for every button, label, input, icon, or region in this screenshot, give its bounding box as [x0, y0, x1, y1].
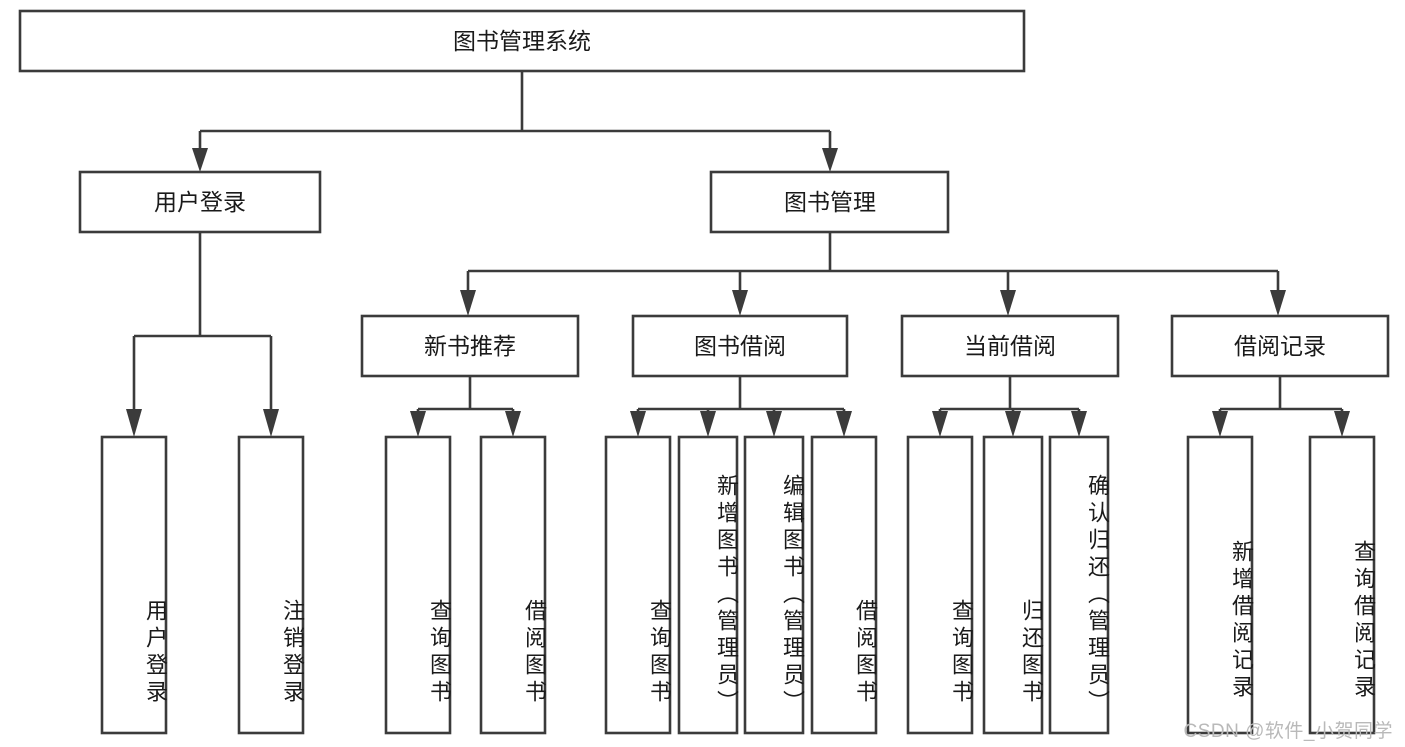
node-book-borrowing-label: 图书借阅 [694, 333, 786, 359]
node-new-book-recommendation-box [360, 314, 580, 378]
node-book-management-box [709, 170, 950, 234]
leaf-confirm-return-admin[interactable] [1048, 435, 1110, 735]
node-user-login[interactable]: 用户登录 [78, 170, 322, 234]
node-book-borrowing[interactable]: 图书借阅 [631, 314, 849, 378]
node-borrowing-records-box [1170, 314, 1390, 378]
leaf-user-login[interactable] [100, 435, 168, 735]
arrowhead-leaf-edit-book-admin [766, 411, 782, 437]
leaf-borrow-books-borrowing[interactable] [810, 435, 878, 735]
node-book-borrowing-box [631, 314, 849, 378]
arrowhead-current-borrowing [1000, 290, 1016, 316]
arrowhead-leaf-return-books [1005, 411, 1021, 437]
node-root-label: 图书管理系统 [453, 28, 591, 54]
arrowhead-leaf-query-borrow-record [1334, 411, 1350, 437]
node-borrowing-records-label: 借阅记录 [1234, 333, 1326, 359]
node-user-login-label: 用户登录 [154, 189, 246, 215]
node-current-borrowing-label: 当前借阅 [964, 333, 1056, 359]
arrowhead-leaf-add-borrow-record [1212, 411, 1228, 437]
node-current-borrowing[interactable]: 当前借阅 [900, 314, 1120, 378]
arrowhead-leaf-logout [263, 409, 279, 437]
node-current-borrowing-box [900, 314, 1120, 378]
arrowhead-borrowing-records [1270, 290, 1286, 316]
arrowhead-leaf-query-books-current [932, 411, 948, 437]
arrowhead-leaf-borrow-books-borrowing [836, 411, 852, 437]
leaf-query-books-borrowing[interactable] [604, 435, 672, 735]
node-new-book-recommendation[interactable]: 新书推荐 [360, 314, 580, 378]
arrowhead-leaf-borrow-books-recommendation [505, 411, 521, 437]
arrowhead-new-book-recommendation [460, 290, 476, 316]
arrowhead-leaf-user-login [126, 409, 142, 437]
leaf-return-books[interactable] [982, 435, 1044, 735]
arrowhead-user-login [192, 148, 208, 172]
node-user-login-box [78, 170, 322, 234]
arrowhead-book-borrowing [732, 290, 748, 316]
arrowhead-leaf-add-book-admin [700, 411, 716, 437]
connector-layer [126, 71, 1350, 437]
leaf-query-books-current[interactable] [906, 435, 974, 735]
node-borrowing-records[interactable]: 借阅记录 [1170, 314, 1390, 378]
arrowhead-leaf-query-books-borrowing [630, 411, 646, 437]
leaf-query-borrow-record[interactable] [1308, 435, 1376, 735]
node-book-management[interactable]: 图书管理 [709, 170, 950, 234]
node-book-management-label: 图书管理 [784, 189, 876, 215]
leaf-edit-book-admin[interactable] [743, 435, 805, 735]
arrowhead-book-management [822, 148, 838, 172]
leaf-add-borrow-record[interactable] [1186, 435, 1254, 735]
node-root-library-management-system[interactable]: 图书管理系统 [18, 9, 1026, 73]
arrowhead-leaf-confirm-return-admin [1071, 411, 1087, 437]
csdn-watermark: CSDN @软件_小贺同学 [1183, 721, 1393, 742]
arrowhead-leaf-query-books-recommendation [410, 411, 426, 437]
leaf-query-books-recommendation[interactable] [384, 435, 452, 735]
leaf-logout[interactable] [237, 435, 305, 735]
leaf-borrow-books-recommendation[interactable] [479, 435, 547, 735]
leaf-add-book-admin[interactable] [677, 435, 739, 735]
node-root-box [18, 9, 1026, 73]
leaf-layer [100, 435, 1376, 735]
node-new-book-recommendation-label: 新书推荐 [424, 333, 516, 359]
